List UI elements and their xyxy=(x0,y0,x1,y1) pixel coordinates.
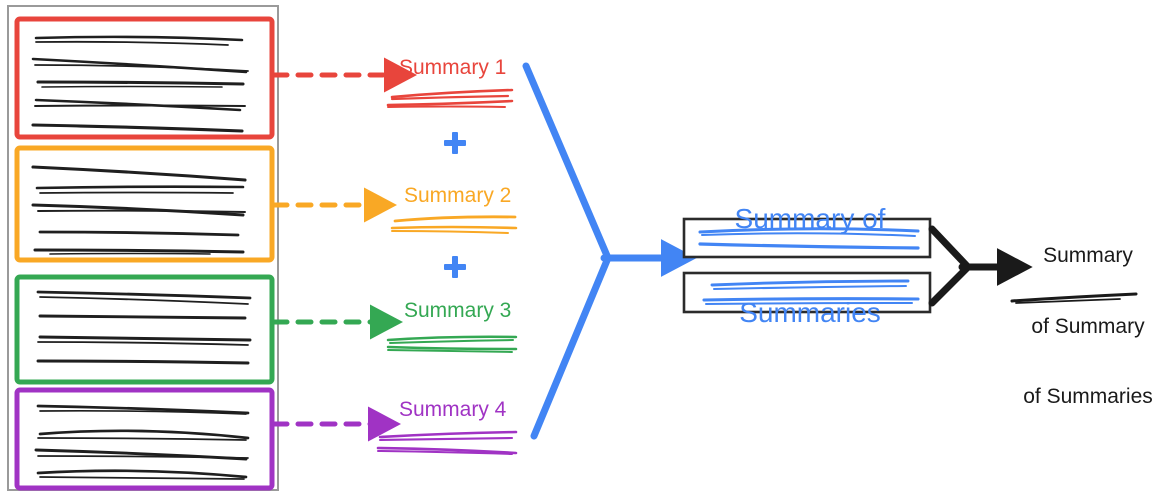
sos-title-line-1: Summary of xyxy=(734,202,886,234)
summary-3-lines xyxy=(386,335,518,353)
summary-2-lines xyxy=(390,215,518,234)
summary-1-lines xyxy=(386,88,514,108)
chunk-1-border xyxy=(14,16,275,140)
sos-box-1-lines xyxy=(698,227,920,250)
source-chunk-2 xyxy=(14,145,275,263)
chunk-3-text-lines xyxy=(36,290,252,365)
chunk-3-border xyxy=(14,274,275,385)
source-chunk-3 xyxy=(14,274,275,385)
source-chunk-1 xyxy=(14,16,275,140)
chunk-4-border xyxy=(14,387,275,491)
final-output-title: Summary of Summary of Summaries xyxy=(1012,197,1164,432)
sos-box-1 xyxy=(682,217,932,259)
chunk-1-text-lines xyxy=(31,35,249,133)
chunk-2-text-lines xyxy=(31,165,247,255)
final-title-line-2: of Summary xyxy=(1031,314,1145,338)
chunk-4-text-lines xyxy=(34,404,250,480)
summary-3-label: Summary 3 xyxy=(404,299,512,322)
black-merge-arrow xyxy=(928,225,1033,307)
plus-2-icon xyxy=(444,256,466,278)
summary-2-label: Summary 2 xyxy=(404,184,512,207)
summary-4-label: Summary 4 xyxy=(399,398,507,421)
blue-merge-arrow xyxy=(522,62,697,440)
sos-title-line-2: Summaries xyxy=(739,296,881,328)
sos-box-2 xyxy=(682,271,932,314)
summary-4-lines xyxy=(376,430,518,455)
sos-box-2-lines xyxy=(702,279,920,305)
plus-1-icon xyxy=(444,132,466,154)
summary-of-summaries-title: Summary of Summaries xyxy=(710,140,910,360)
final-output-lines xyxy=(1010,292,1138,304)
source-documents-container xyxy=(7,5,279,491)
final-title-line-1: Summary xyxy=(1043,244,1133,268)
summary-1-label: Summary 1 xyxy=(399,56,507,79)
final-title-line-3: of Summaries xyxy=(1023,385,1153,409)
source-chunk-4 xyxy=(14,387,275,491)
